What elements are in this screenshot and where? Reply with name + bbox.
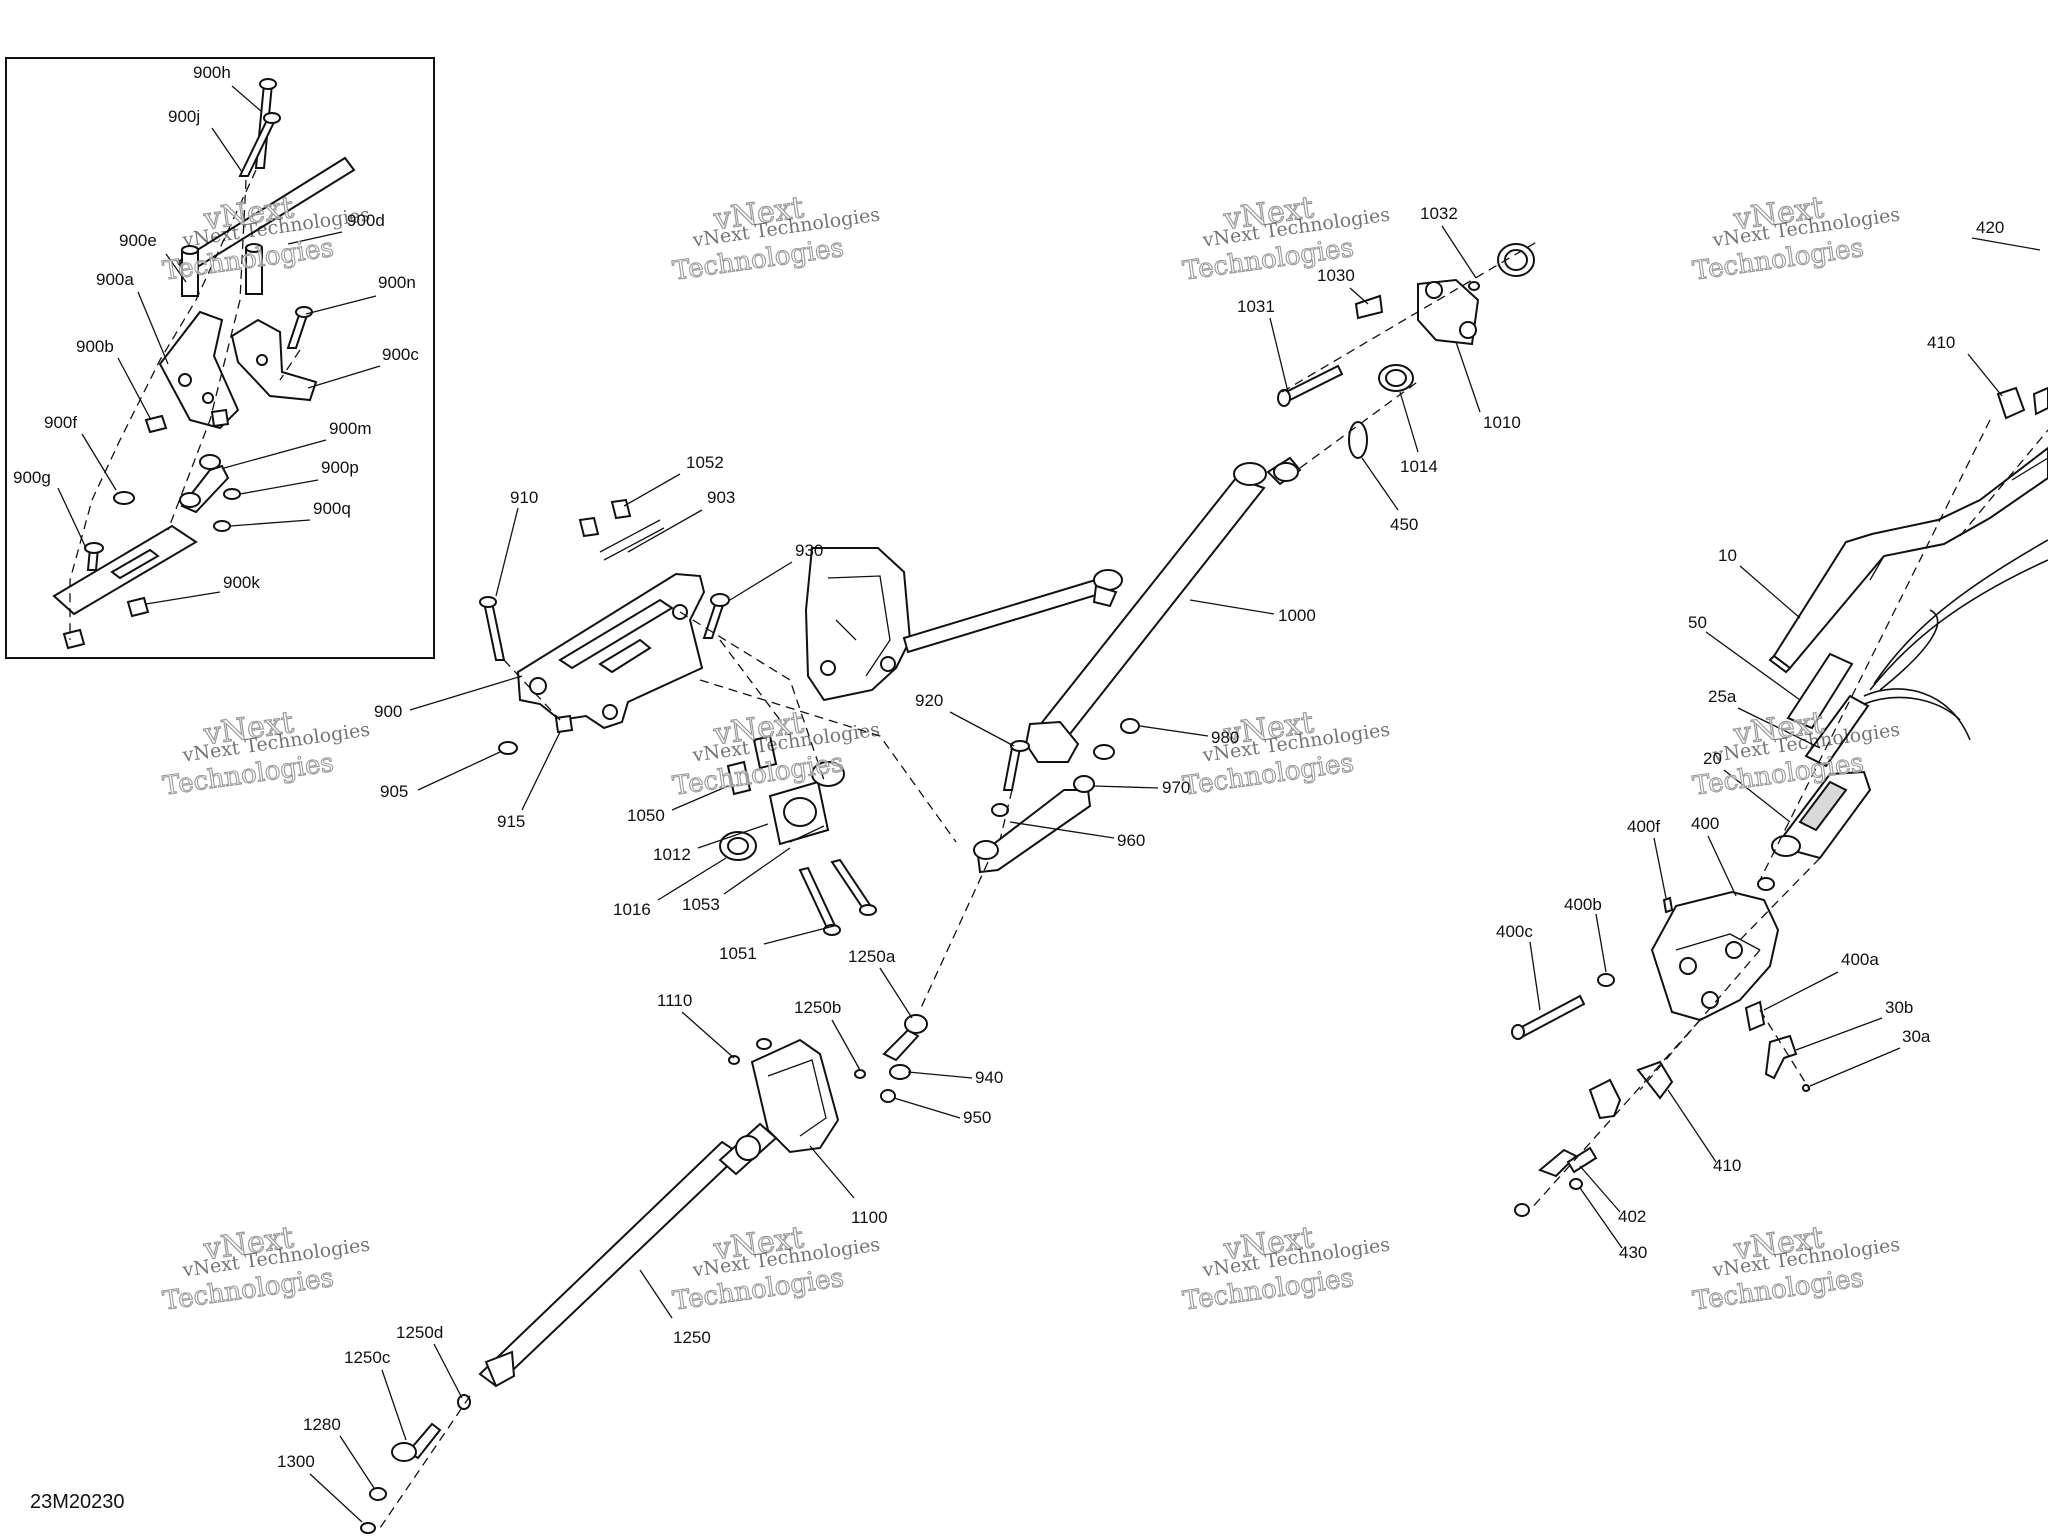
part-label-410top: 410 <box>1927 333 1955 352</box>
part-label-400: 400 <box>1691 814 1719 833</box>
part-label-30b: 30b <box>1885 998 1913 1017</box>
part-label-900j: 900j <box>168 107 200 126</box>
main-parts <box>360 239 1541 1534</box>
part-label-1012: 1012 <box>653 845 691 864</box>
part-labels: 900h 900j 900d 900e 900n 900a 900c 900b 900f 900m… <box>13 63 2004 1471</box>
part-label-903: 903 <box>707 488 735 507</box>
part-label-1051: 1051 <box>719 944 757 963</box>
part-label-1250a: 1250a <box>848 947 896 966</box>
diagram-code: 23M20230 <box>30 1491 125 1513</box>
part-label-905: 905 <box>380 782 408 801</box>
part-label-1010: 1010 <box>1483 413 1521 432</box>
part-label-980: 980 <box>1211 728 1239 747</box>
part-label-30a: 30a <box>1902 1027 1931 1046</box>
part-label-900n: 900n <box>378 273 416 292</box>
part-label-900m: 900m <box>329 419 372 438</box>
inset-parts <box>52 78 356 650</box>
part-label-900e: 900e <box>119 231 157 250</box>
part-label-1016: 1016 <box>613 900 651 919</box>
part-label-900b: 900b <box>76 337 114 356</box>
part-label-900c: 900c <box>382 345 419 364</box>
part-label-10: 10 <box>1718 546 1737 565</box>
part-label-900d: 900d <box>347 211 385 230</box>
part-label-950: 950 <box>963 1108 991 1127</box>
part-label-900q: 900q <box>313 499 351 518</box>
part-label-1032: 1032 <box>1420 204 1458 223</box>
part-label-930: 930 <box>795 541 823 560</box>
part-label-1052: 1052 <box>686 453 724 472</box>
part-label-900k: 900k <box>223 573 260 592</box>
inset-frame <box>5 57 435 659</box>
part-label-420: 420 <box>1976 218 2004 237</box>
part-label-50: 50 <box>1688 613 1707 632</box>
part-label-1053: 1053 <box>682 895 720 914</box>
part-label-410bot: 410 <box>1713 1156 1741 1175</box>
part-label-940: 940 <box>975 1068 1003 1087</box>
part-label-1030: 1030 <box>1317 266 1355 285</box>
part-label-1031: 1031 <box>1237 297 1275 316</box>
part-label-900h: 900h <box>193 63 231 82</box>
part-label-400b: 400b <box>1564 895 1602 914</box>
part-label-920: 920 <box>915 691 943 710</box>
part-label-900g: 900g <box>13 468 51 487</box>
part-label-25a: 25a <box>1708 687 1737 706</box>
part-label-1250: 1250 <box>673 1328 711 1347</box>
leader-lines <box>57 85 2041 1523</box>
part-label-900a: 900a <box>96 270 134 289</box>
part-label-430: 430 <box>1619 1243 1647 1262</box>
part-label-1280: 1280 <box>303 1415 341 1434</box>
part-label-915: 915 <box>497 812 525 831</box>
part-label-1100: 1100 <box>851 1208 888 1227</box>
part-label-960: 960 <box>1117 831 1145 850</box>
part-label-400c: 400c <box>1496 922 1533 941</box>
part-label-400a: 400a <box>1841 950 1879 969</box>
part-label-910: 910 <box>510 488 538 507</box>
part-label-1014: 1014 <box>1400 457 1438 476</box>
part-label-1110: 1110 <box>657 991 692 1010</box>
part-label-900f: 900f <box>44 413 77 432</box>
part-label-402: 402 <box>1618 1207 1646 1226</box>
part-label-1050: 1050 <box>627 806 665 825</box>
part-label-900: 900 <box>374 702 402 721</box>
part-label-1300: 1300 <box>277 1452 315 1471</box>
part-label-1250b: 1250b <box>794 998 841 1017</box>
part-label-970: 970 <box>1162 778 1190 797</box>
part-label-400f: 400f <box>1627 817 1660 836</box>
part-label-20: 20 <box>1703 749 1722 768</box>
part-label-1250d: 1250d <box>396 1323 443 1342</box>
part-label-1000: 1000 <box>1278 606 1316 625</box>
handlebar-parts <box>1511 386 2048 1217</box>
part-label-1250c: 1250c <box>344 1348 391 1367</box>
part-label-900p: 900p <box>321 458 359 477</box>
part-label-450: 450 <box>1390 515 1418 534</box>
